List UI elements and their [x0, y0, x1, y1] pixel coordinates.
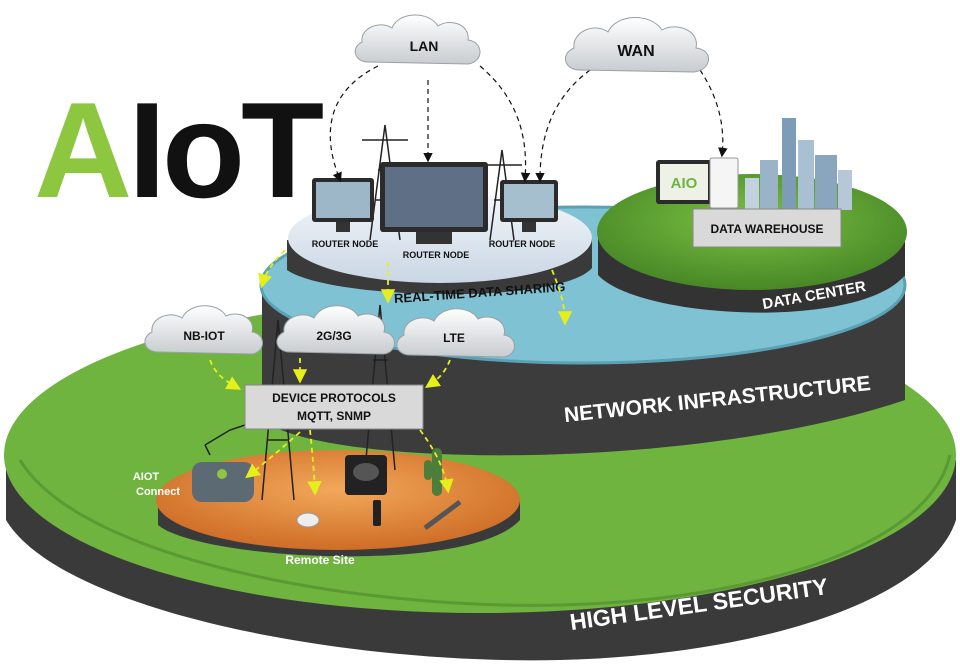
router-node-label: ROUTER NODE — [403, 250, 470, 260]
cloud-label: LAN — [410, 38, 439, 54]
monitor-icon: AIO — [656, 157, 739, 209]
wan-lan-arrows — [329, 65, 728, 183]
router-node-label: ROUTER NODE — [312, 239, 379, 249]
device-label-line1: AIOT — [133, 471, 160, 483]
logo-text: IoT — [128, 74, 324, 226]
router-node-right: ROUTER NODE — [489, 180, 558, 249]
cloud-2g3g: 2G/3G — [276, 305, 395, 355]
city-buildings-icon — [745, 118, 852, 210]
data-flow-arrows — [209, 249, 573, 496]
router-node-center: ROUTER NODE — [380, 162, 488, 260]
device-protocols-box: DEVICE PROTOCOLS MQTT, SNMP — [244, 384, 424, 430]
protocols-line1: DEVICE PROTOCOLS — [272, 391, 396, 405]
data-warehouse-box: DATA WAREHOUSE — [692, 208, 842, 248]
sensor-icon — [296, 455, 462, 531]
cloud-lte: LTE — [396, 308, 515, 358]
cloud-wan: WAN — [565, 17, 709, 73]
aiot-logo: AIoT — [34, 82, 324, 218]
warehouse-logo-text: AIO — [671, 175, 698, 192]
router-node-left: ROUTER NODE — [312, 178, 379, 249]
cloud-label: 2G/3G — [316, 329, 351, 343]
cloud-label: LTE — [443, 331, 465, 345]
cloud-label: NB-IOT — [183, 329, 225, 343]
cloud-nb-iot: NB-IOT — [144, 305, 263, 355]
device-label-line2: Connect — [136, 486, 180, 498]
cloud-lan: LAN — [354, 14, 481, 65]
cloud-label: WAN — [617, 43, 654, 60]
remote-site-label: Remote Site — [285, 553, 355, 567]
router-node-label: ROUTER NODE — [489, 239, 556, 249]
logo-accent-letter: A — [34, 74, 132, 226]
gateway-device-icon: AIOT Connect — [133, 462, 254, 502]
protocols-line2: MQTT, SNMP — [297, 409, 371, 423]
data-warehouse-label: DATA WAREHOUSE — [710, 222, 823, 236]
